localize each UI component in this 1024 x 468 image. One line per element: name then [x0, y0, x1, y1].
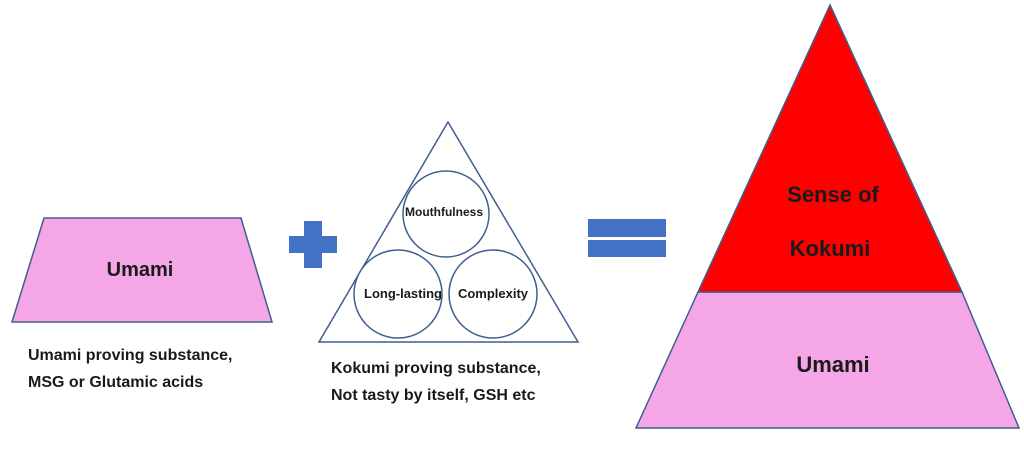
- kokumi-triangle: Mouthfulness Long-lasting Complexity: [317, 120, 580, 343]
- umami-trapezoid: [10, 217, 274, 323]
- long-lasting-label: Long-lasting: [364, 286, 442, 301]
- mouthfulness-label: Mouthfulness: [405, 205, 483, 219]
- umami-caption-line1: Umami proving substance,: [28, 347, 233, 364]
- umami-caption-line2: MSG or Glutamic acids: [28, 374, 204, 391]
- kokumi-label: Kokumi: [790, 236, 871, 261]
- complexity-label: Complexity: [458, 286, 529, 301]
- kokumi-caption-line2: Not tasty by itself, GSH etc: [331, 387, 536, 404]
- umami-block: Umami: [10, 217, 274, 323]
- pyramid-umami-label: Umami: [796, 352, 869, 377]
- sense-of-label: Sense of: [787, 182, 879, 207]
- circle-complexity: [448, 249, 538, 339]
- plus-icon: [289, 221, 337, 268]
- equals-icon: [588, 219, 666, 257]
- result-pyramid: Sense of Kokumi Umami: [634, 3, 1021, 429]
- kokumi-caption: Kokumi proving substance, Not tasty by i…: [331, 355, 541, 409]
- umami-block-label: Umami: [107, 259, 174, 281]
- umami-caption: Umami proving substance, MSG or Glutamic…: [28, 342, 233, 396]
- circle-long-lasting: [353, 249, 443, 339]
- pyramid-top-kokumi: [696, 3, 964, 293]
- kokumi-caption-line1: Kokumi proving substance,: [331, 360, 541, 377]
- circle-mouthfulness: [402, 170, 490, 258]
